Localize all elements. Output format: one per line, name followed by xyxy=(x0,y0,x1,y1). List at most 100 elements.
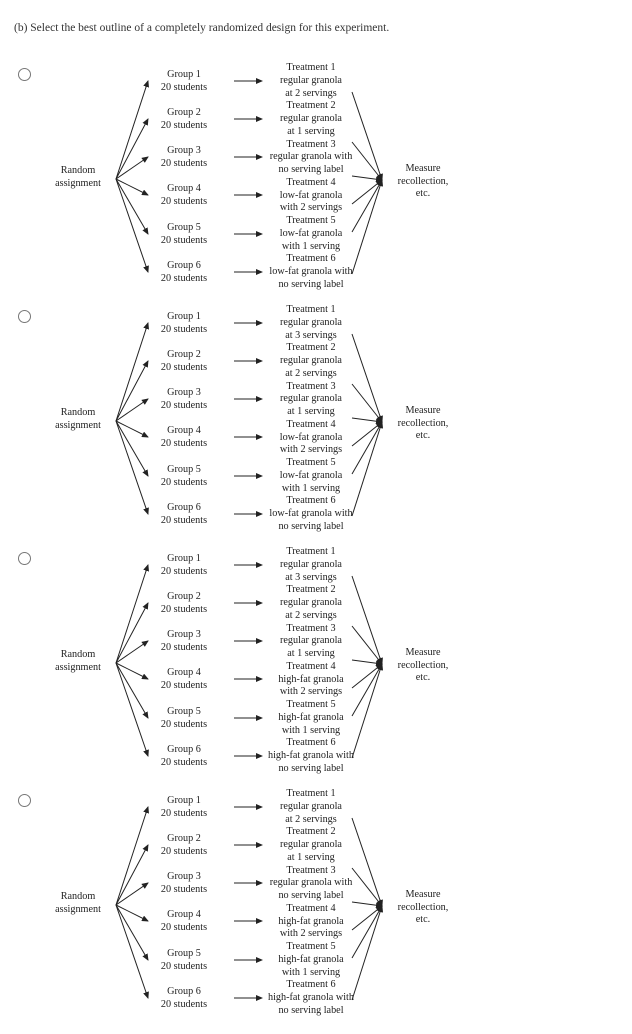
treatment-to-measure-arrow xyxy=(351,91,383,181)
group-label: Group 3 xyxy=(167,387,201,398)
treatment-to-measure-arrow xyxy=(351,659,383,667)
treatment-text: high-fat granola xyxy=(278,711,344,723)
treatment-to-measure-arrow xyxy=(351,179,383,205)
group-size-label: 20 students xyxy=(160,81,208,93)
assignment-arrow xyxy=(115,398,149,422)
treatment-text: with 1 serving xyxy=(281,966,341,978)
treatment-to-measure-arrow xyxy=(351,663,384,759)
treatment-text: low-fat granola with xyxy=(269,266,353,277)
measure-recollection-label: etc. xyxy=(415,188,431,200)
group-label: Group 5 xyxy=(167,464,201,475)
treatment-to-measure-arrow xyxy=(351,421,383,475)
random-assignment-label: assignment xyxy=(55,661,101,673)
group-label: Group 3 xyxy=(167,145,201,156)
treatment-to-measure-arrow xyxy=(351,421,383,447)
assignment-arrow xyxy=(115,322,149,422)
assignment-arrow xyxy=(115,420,149,515)
treatment-text: Treatment 3 xyxy=(286,138,336,150)
assignment-arrow xyxy=(115,602,149,664)
treatment-text: Treatment 1 xyxy=(286,546,336,557)
group-size-label: 20 students xyxy=(160,756,208,768)
group-size-label: 20 students xyxy=(160,119,208,131)
group-size-label: 20 students xyxy=(160,157,208,169)
treatment-text: Treatment 4 xyxy=(286,418,336,430)
treatment-to-measure-arrow xyxy=(351,817,383,907)
group-label: Group 4 xyxy=(167,667,201,678)
treatment-text: Treatment 4 xyxy=(286,176,336,188)
assignment-arrow xyxy=(115,156,149,180)
treatment-to-measure-arrow xyxy=(351,625,383,665)
group-label: Group 6 xyxy=(167,986,201,997)
treatment-text: at 2 servings xyxy=(285,87,337,99)
measure-recollection-label: etc. xyxy=(415,672,431,684)
assignment-arrow xyxy=(115,178,149,196)
radio-button-option-2[interactable] xyxy=(18,310,31,323)
treatment-text: no serving label xyxy=(278,890,344,901)
treatment-text: regular granola xyxy=(280,558,342,570)
assignment-arrow xyxy=(115,420,149,477)
treatment-text: Treatment 1 xyxy=(286,304,336,315)
assignment-arrow xyxy=(115,662,149,719)
group-label: Group 3 xyxy=(167,629,201,640)
treatment-text: at 1 serving xyxy=(287,851,335,863)
treatment-text: at 1 serving xyxy=(287,406,335,417)
treatment-to-measure-arrow xyxy=(351,179,383,233)
treatment-to-measure-arrow xyxy=(351,867,383,907)
treatment-text: at 1 serving xyxy=(287,125,335,137)
treatment-text: high-fat granola xyxy=(278,915,344,927)
group-size-label: 20 students xyxy=(160,565,208,577)
design-diagram-lines xyxy=(115,320,384,517)
group-size-label: 20 students xyxy=(160,718,208,730)
group-label: Group 6 xyxy=(167,502,201,513)
treatment-text: no serving label xyxy=(278,164,344,175)
group-label: Group 1 xyxy=(167,795,201,806)
random-assignment-label: Random xyxy=(60,165,96,176)
treatment-text: with 2 servings xyxy=(279,686,343,698)
measure-recollection-label: etc. xyxy=(415,430,431,442)
group-size-label: 20 students xyxy=(160,514,208,526)
treatment-text: low-fat granola xyxy=(279,227,343,239)
treatment-text: low-fat granola with xyxy=(269,508,353,519)
measure-recollection-label: recollection, xyxy=(397,175,449,187)
measure-recollection-label: Measure xyxy=(405,889,441,900)
treatment-text: at 2 servings xyxy=(285,609,337,621)
group-size-label: 20 students xyxy=(160,845,208,857)
treatment-to-measure-arrow xyxy=(351,905,384,1001)
treatment-text: Treatment 6 xyxy=(286,253,336,265)
treatment-text: with 2 servings xyxy=(279,928,343,940)
group-size-label: 20 students xyxy=(160,807,208,819)
group-size-label: 20 students xyxy=(160,476,208,488)
treatment-text: Treatment 5 xyxy=(286,941,336,952)
treatment-text: regular granola xyxy=(280,74,342,86)
treatment-text: with 2 servings xyxy=(279,444,343,456)
radio-button-option-4[interactable] xyxy=(18,794,31,807)
treatment-text: Treatment 2 xyxy=(286,826,336,838)
group-label: Group 5 xyxy=(167,706,201,717)
radio-button-option-3[interactable] xyxy=(18,552,31,565)
treatment-text: Treatment 5 xyxy=(286,457,336,468)
treatment-to-measure-arrow xyxy=(351,141,383,181)
group-label: Group 3 xyxy=(167,871,201,882)
treatment-text: Treatment 2 xyxy=(286,342,336,354)
radio-button-option-1[interactable] xyxy=(18,68,31,81)
group-size-label: 20 students xyxy=(160,272,208,284)
treatment-text: regular granola with xyxy=(269,151,353,163)
group-label: Group 1 xyxy=(167,311,201,322)
treatment-text: Treatment 6 xyxy=(286,737,336,749)
treatment-to-measure-arrow xyxy=(351,905,383,931)
assignment-arrow xyxy=(115,904,149,999)
treatment-to-measure-arrow xyxy=(351,575,383,665)
group-label: Group 2 xyxy=(167,107,201,118)
assignment-arrow xyxy=(115,360,149,422)
assignment-arrow xyxy=(115,882,149,906)
treatment-text: regular granola xyxy=(280,597,342,608)
group-label: Group 2 xyxy=(167,833,201,844)
measure-recollection-label: recollection, xyxy=(397,417,449,429)
treatment-to-measure-arrow xyxy=(351,383,383,423)
group-size-label: 20 students xyxy=(160,437,208,449)
group-size-label: 20 students xyxy=(160,234,208,246)
